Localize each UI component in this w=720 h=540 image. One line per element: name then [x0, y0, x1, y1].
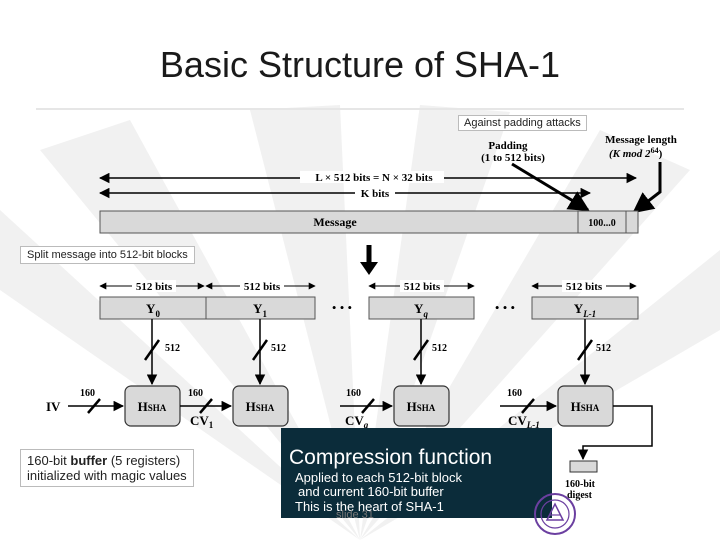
block-ylast-sub: L-1: [582, 309, 596, 319]
svg-text:Yq: Yq: [414, 301, 428, 319]
wire-160-last: 160: [507, 388, 522, 399]
message-length-exp: 64: [651, 146, 659, 155]
buffer-prefix: 160-bit: [27, 453, 71, 468]
block-bits-last: 512 bits: [566, 281, 603, 293]
cv-q-sub: q: [364, 420, 369, 430]
block-bits-0: 512 bits: [136, 281, 173, 293]
hsha-1-sub: SHA: [256, 403, 275, 413]
digest-line1: 160-bit: [565, 479, 596, 490]
hsha-last: H: [571, 399, 581, 414]
slide-title: Basic Structure of SHA-1: [159, 44, 561, 85]
block-ylast-name: Y: [574, 301, 584, 316]
length-pointer-arrow: [632, 162, 662, 214]
k-bits-label: K bits: [361, 188, 390, 200]
compression-line1: Applied to each 512-bit block: [295, 470, 462, 485]
buffer-callout-line2: initialized with magic values: [27, 468, 187, 483]
svg-text:HSHA: HSHA: [407, 399, 436, 414]
compression-line3: This is the heart of SHA-1: [295, 499, 444, 514]
svg-text:HSHA: HSHA: [138, 399, 167, 414]
hsha-q: H: [407, 399, 417, 414]
svg-text:CV1: CV1: [190, 413, 214, 430]
svg-text:(K mod 264): (K mod 264): [609, 146, 663, 160]
hsha-0-sub: SHA: [148, 403, 167, 413]
ellipsis-1: • • •: [332, 300, 352, 315]
wire-512-last: 512: [596, 343, 611, 354]
svg-text:Y0: Y0: [146, 301, 160, 319]
message-length-label: Message length: [605, 134, 677, 146]
wire-160-iv: 160: [80, 388, 95, 399]
wire-512-1: 512: [271, 343, 286, 354]
svg-text:CVL-1: CVL-1: [508, 413, 540, 430]
padding-range: (1 to 512 bits): [481, 152, 545, 164]
compression-function-box: Compression function Applied to each 512…: [281, 428, 552, 518]
digest-line2: digest: [567, 490, 593, 501]
university-seal-icon: [534, 493, 576, 535]
hsha-q-sub: SHA: [417, 403, 436, 413]
split-blocks-callout: Split message into 512-bit blocks: [20, 246, 195, 264]
svg-text:HSHA: HSHA: [246, 399, 275, 414]
block-bits-q: 512 bits: [404, 281, 441, 293]
svg-text:Y1: Y1: [253, 301, 267, 319]
buffer-bold: buffer: [70, 453, 108, 468]
wire-160-q: 160: [346, 388, 361, 399]
cv-last: CV: [508, 413, 527, 428]
padding-attacks-callout: Against padding attacks: [458, 115, 587, 131]
message-label: Message: [313, 215, 357, 229]
block-y0-sub: 0: [155, 309, 160, 319]
buffer-callout-line1: 160-bit buffer (5 registers): [27, 453, 187, 468]
buffer-callout: 160-bit buffer (5 registers) initialized…: [20, 449, 194, 487]
svg-text:YL-1: YL-1: [574, 301, 596, 319]
hsha-box-q: [393, 385, 450, 427]
hsha-box-1: [232, 385, 289, 427]
svg-text:CVq: CVq: [345, 413, 369, 430]
compression-heading: Compression function: [289, 446, 493, 469]
wire-160-1: 160: [188, 388, 203, 399]
block-y1-name: Y: [253, 301, 263, 316]
wire-512-0: 512: [165, 343, 180, 354]
digest-box: [569, 460, 598, 473]
block-yq-sub: q: [423, 309, 428, 319]
cv-q: CV: [345, 413, 364, 428]
svg-text:HSHA: HSHA: [571, 399, 600, 414]
compression-line2: and current 160-bit buffer: [298, 484, 444, 499]
padding-trailer: 100...0: [588, 218, 616, 229]
message-bar: [99, 210, 639, 234]
padding-pointer-arrow: [511, 162, 590, 212]
message-length-expr: (K mod 2: [609, 148, 651, 160]
title-divider: [36, 108, 684, 110]
total-length-label: L × 512 bits = N × 32 bits: [315, 172, 433, 184]
iv-label: IV: [46, 399, 61, 414]
hsha-1: H: [246, 399, 256, 414]
cv-last-sub: L-1: [526, 420, 540, 430]
wire-512-q: 512: [432, 343, 447, 354]
block-y1-sub: 1: [262, 309, 267, 319]
cv-1-sub: 1: [209, 420, 214, 430]
block-bits-1: 512 bits: [244, 281, 281, 293]
block-yq-name: Y: [414, 301, 424, 316]
ellipsis-2: • • •: [495, 300, 515, 315]
cv-1: CV: [190, 413, 209, 428]
buffer-suffix: (5 registers): [107, 453, 181, 468]
hsha-last-sub: SHA: [581, 403, 600, 413]
slide-number: slide 31: [336, 509, 374, 521]
block-bits-labels: 512 bits 512 bits 512 bits 512 bits: [99, 280, 637, 293]
message-length-close: ): [659, 148, 663, 160]
padding-label: Padding: [488, 140, 528, 152]
block-y0-name: Y: [146, 301, 156, 316]
hsha-0: H: [138, 399, 148, 414]
